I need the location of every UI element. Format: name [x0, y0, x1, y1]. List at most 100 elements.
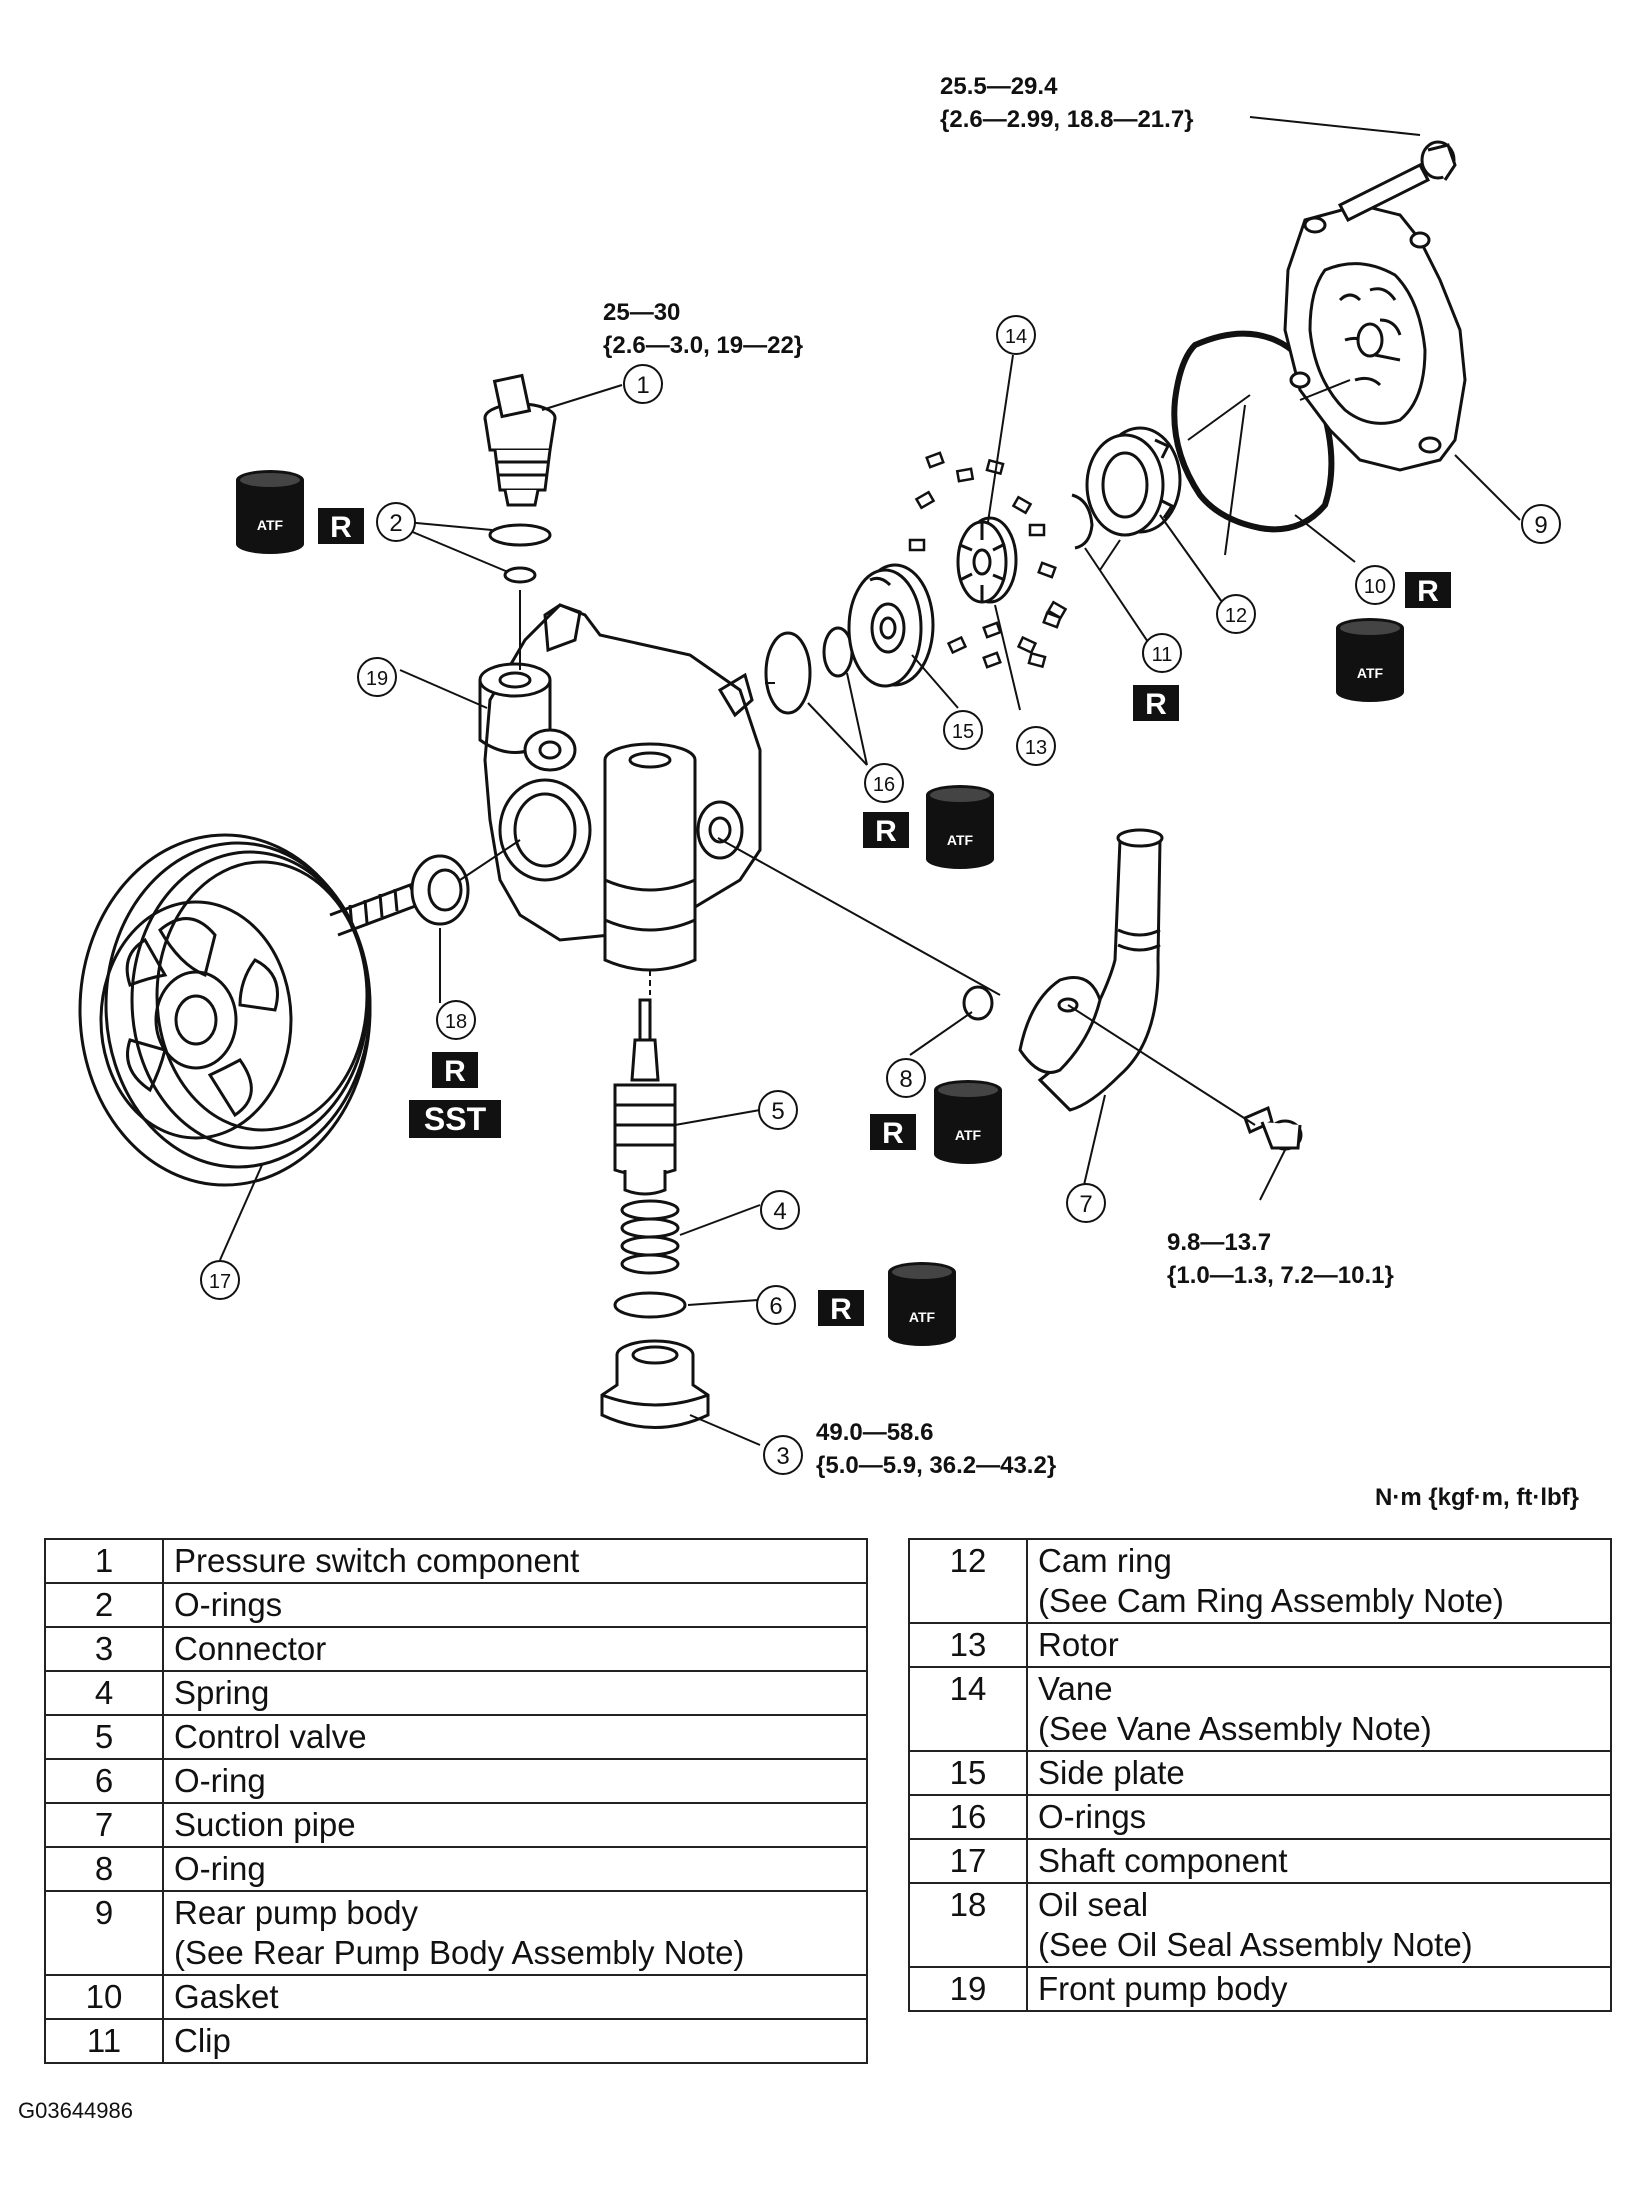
callout-1: 1	[636, 372, 649, 399]
leader-lines	[219, 116, 1521, 1446]
legend-part-number: 19	[908, 1966, 1028, 2012]
legend-part-name: O-ring	[174, 1850, 266, 1887]
replace-box-text: R	[830, 1293, 852, 1326]
o-ring-8-part	[962, 985, 994, 1021]
legend-row: 6 O-ring	[44, 1758, 868, 1804]
torque-value: 9.8—13.7	[1167, 1229, 1272, 1256]
side-plate-part	[847, 563, 935, 688]
torque-value-alt-units: {1.0—1.3, 7.2—10.1}	[1167, 1262, 1394, 1289]
callout-7: 7	[1079, 1191, 1092, 1218]
legend-part-name: O-ring	[174, 1762, 266, 1799]
o-rings-part	[488, 523, 552, 584]
atf-can-icon: ATF	[888, 1262, 956, 1346]
sst-box-text: SST	[424, 1101, 487, 1137]
oil-seal-part	[410, 854, 470, 926]
atf-can-icon: ATF	[1336, 618, 1404, 702]
legend-part-note: (See Rear Pump Body Assembly Note)	[174, 1934, 745, 1971]
callout-2: 2	[389, 510, 402, 537]
svg-text:ATF: ATF	[955, 1127, 982, 1143]
legend-part-note: (See Oil Seal Assembly Note)	[1038, 1926, 1473, 1963]
replace-box-icon	[1133, 685, 1179, 721]
legend-part-number: 8	[44, 1846, 164, 1892]
svg-text:ATF: ATF	[1357, 665, 1384, 681]
torque-spec-suction-pipe-bolt: 9.8—13.7 {1.0—1.3, 7.2—10.1}	[1167, 1226, 1394, 1292]
legend-part-note: (See Cam Ring Assembly Note)	[1038, 1582, 1504, 1619]
callout-18: 18	[445, 1011, 467, 1033]
legend-part-description: Spring	[162, 1670, 868, 1716]
legend-row: 1 Pressure switch component	[44, 1538, 868, 1584]
pressure-switch-part	[483, 373, 557, 507]
legend-part-name: Control valve	[174, 1718, 367, 1755]
legend-part-name: O-rings	[1038, 1798, 1147, 1835]
legend-part-name: Suction pipe	[174, 1806, 356, 1843]
svg-text:ATF: ATF	[909, 1309, 936, 1325]
legend-part-number: 18	[908, 1882, 1028, 1968]
o-ring-6-part	[613, 1291, 687, 1319]
legend-row: 8 O-ring	[44, 1846, 868, 1892]
legend-part-number: 15	[908, 1750, 1028, 1796]
sst-box-icon	[409, 1100, 501, 1138]
torque-value-alt-units: {2.6—2.99, 18.8—21.7}	[940, 106, 1194, 133]
legend-part-name: Clip	[174, 2022, 231, 2059]
callout-15: 15	[952, 721, 974, 743]
legend-part-description: Rear pump body(See Rear Pump Body Assemb…	[162, 1890, 868, 1976]
torque-value-alt-units: {5.0—5.9, 36.2—43.2}	[816, 1452, 1057, 1479]
legend-part-number: 6	[44, 1758, 164, 1804]
callout-11: 11	[1152, 644, 1173, 666]
legend-part-name: Rotor	[1038, 1626, 1119, 1663]
torque-value-alt-units: {2.6—3.0, 19—22}	[603, 332, 804, 359]
units-note: N·m {kgf·m, ft·lbf}	[1375, 1484, 1579, 1511]
legend-part-number: 5	[44, 1714, 164, 1760]
legend-part-description: Side plate	[1026, 1750, 1612, 1796]
legend-part-description: O-rings	[162, 1582, 868, 1628]
control-valve-part	[613, 998, 677, 1196]
replace-box-icon	[432, 1052, 478, 1088]
legend-part-name: Rear pump body	[174, 1894, 418, 1931]
connector-part	[600, 1339, 710, 1429]
legend-row: 18 Oil seal(See Oil Seal Assembly Note)	[908, 1882, 1612, 1968]
rear-pump-bolt-part	[1337, 140, 1457, 222]
callout-3: 3	[776, 1443, 789, 1470]
legend-part-name: Pressure switch component	[174, 1542, 580, 1579]
legend-part-description: Connector	[162, 1626, 868, 1672]
replace-box-text: R	[875, 815, 897, 848]
legend-part-name: Cam ring	[1038, 1542, 1172, 1579]
callout-9: 9	[1534, 512, 1547, 539]
legend-part-description: Suction pipe	[162, 1802, 868, 1848]
callout-10: 10	[1364, 576, 1386, 598]
front-pump-body-part	[478, 603, 762, 972]
legend-part-description: Control valve	[162, 1714, 868, 1760]
legend-row: 16 O-rings	[908, 1794, 1612, 1840]
callout-numbers: 1 2 3 4 5 6 7 8 9 10 11 12 13 14 15 16 1…	[209, 326, 1548, 1470]
legend-part-name: Shaft component	[1038, 1842, 1288, 1879]
torque-spec-connector: 49.0—58.6 {5.0—5.9, 36.2—43.2}	[816, 1416, 1056, 1482]
pulley-part	[78, 833, 420, 1187]
rear-pump-body-part	[1283, 203, 1467, 472]
legend-part-number: 3	[44, 1626, 164, 1672]
legend-part-name: Side plate	[1038, 1754, 1185, 1791]
replace-box-icon	[1405, 572, 1451, 608]
legend-part-number: 11	[44, 2018, 164, 2064]
legend-part-description: Rotor	[1026, 1622, 1612, 1668]
legend-part-description: Shaft component	[1026, 1838, 1612, 1884]
legend-part-number: 16	[908, 1794, 1028, 1840]
legend-part-description: O-ring	[162, 1846, 868, 1892]
legend-part-name: Oil seal	[1038, 1886, 1149, 1923]
legend-part-description: Clip	[162, 2018, 868, 2064]
cam-ring-part	[1085, 426, 1182, 537]
legend-part-number: 9	[44, 1890, 164, 1976]
replace-box-text: R	[444, 1055, 466, 1088]
atf-can-icon: ATF	[926, 785, 994, 869]
legend-part-description: Pressure switch component	[162, 1538, 868, 1584]
legend-part-number: 1	[44, 1538, 164, 1584]
figure-id: G03644986	[18, 2098, 133, 2123]
